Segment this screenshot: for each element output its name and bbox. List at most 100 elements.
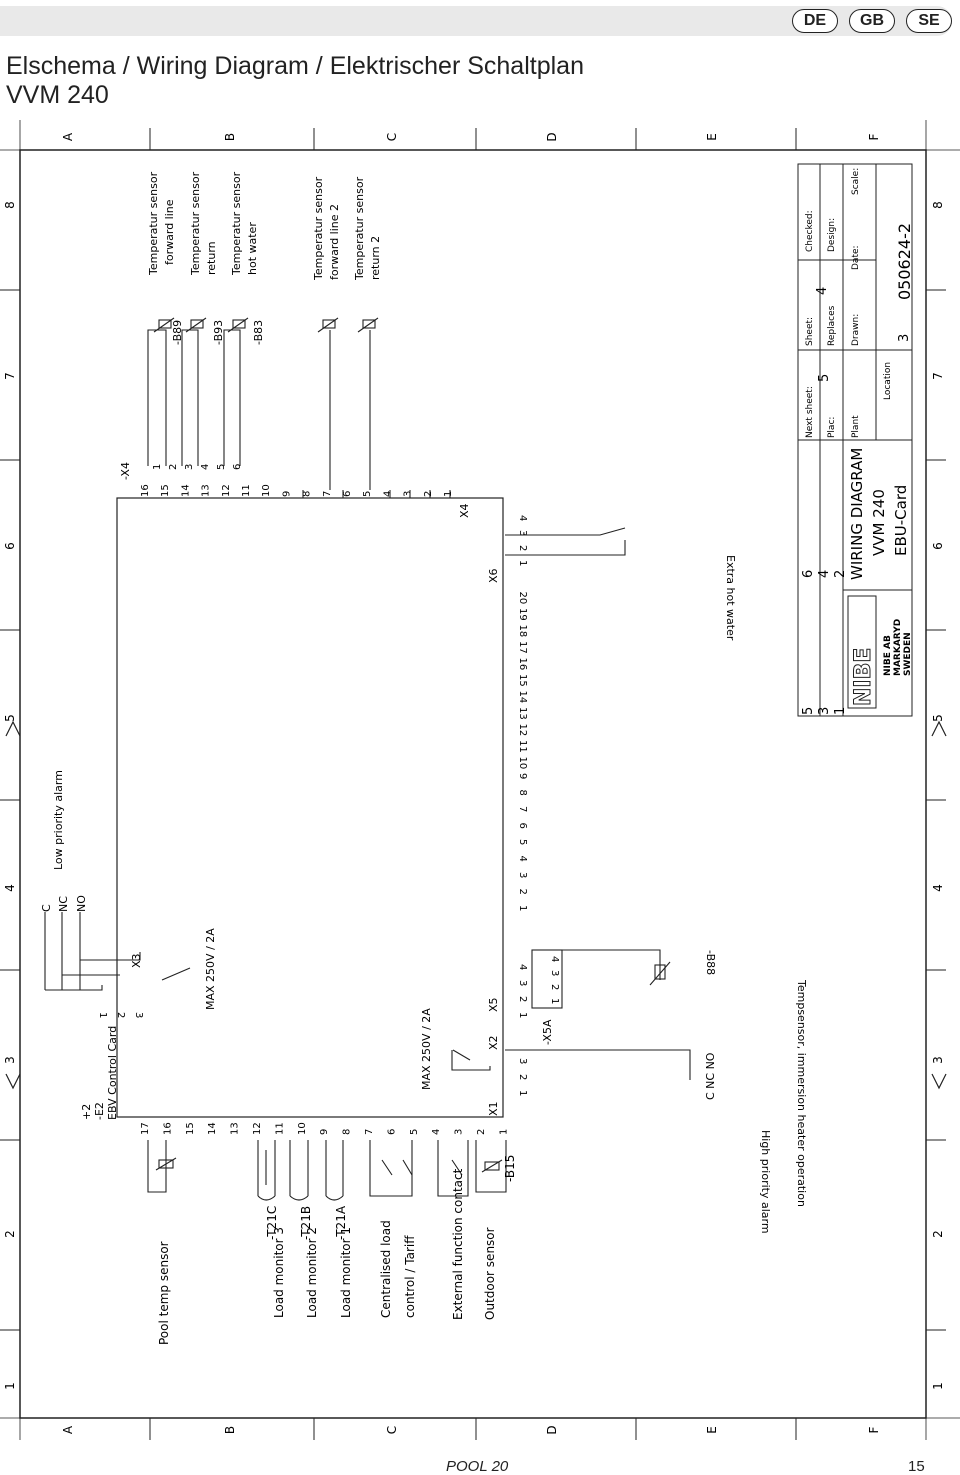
frame-number-left-7: 7 (3, 372, 17, 380)
tb-sheet-label: Sheet: (805, 317, 815, 346)
frame-number-left-8: 8 (3, 201, 17, 209)
label-ret1-a: Temperatur sensor (189, 171, 202, 276)
x2-label: X2 (487, 1035, 500, 1050)
footer-page-number: 15 (908, 1458, 925, 1475)
x3-terminal: 2 (115, 1012, 126, 1018)
x5-terminal: 4 (517, 964, 528, 970)
alarm-contact-nc: NC (57, 896, 70, 912)
x4-terminal: 1 (152, 464, 163, 470)
left-terminal: 15 (185, 1122, 196, 1135)
x1-label: X1 (487, 1101, 500, 1116)
right-terminal: 12 (221, 484, 232, 497)
right-terminal: 6 (342, 491, 353, 497)
tb-company-1: NIBE AB (883, 635, 893, 676)
card-ref: +2 (80, 1104, 93, 1120)
bottom-terminal: 9 (517, 773, 528, 779)
label-ret2-b: return 2 (369, 236, 382, 280)
tb-drawing-number: 050624-2 (895, 223, 914, 300)
x6-terminal: 2 (517, 545, 528, 551)
bottom-terminal: 5 (517, 839, 528, 845)
tb-company-2: MARKARYD (893, 619, 903, 676)
label-external-function: External function contact (451, 1168, 465, 1320)
left-terminal: 10 (297, 1122, 308, 1135)
left-terminal: 17 (140, 1122, 151, 1135)
frame-letter-bottom-f: F (867, 1426, 881, 1433)
x6-terminal: 4 (517, 515, 528, 521)
left-terminal: 16 (162, 1122, 173, 1135)
alarm-contact-c: C (40, 904, 53, 912)
bottom-terminal: 19 (517, 608, 528, 621)
label-fwd2-b: forward line 2 (328, 204, 341, 280)
bottom-terminal: 20 (517, 592, 528, 605)
x5-terminal: 2 (517, 996, 528, 1002)
tb-location-value: 3 (897, 334, 912, 342)
label-load-monitor-3: Load monitor 3 (272, 1227, 286, 1318)
bottom-terminal: 14 (517, 691, 528, 704)
bottom-terminal: 18 (517, 625, 528, 638)
x3-terminal: 3 (133, 1012, 144, 1018)
right-terminal: 16 (140, 484, 151, 497)
x4-terminal: 5 (216, 464, 227, 470)
language-badge-de[interactable]: DE (792, 9, 838, 33)
language-badge-se[interactable]: SE (906, 9, 952, 33)
label-ret1-b: return (205, 241, 218, 275)
tb-location-label: Location (883, 362, 893, 400)
x6-terminal: 3 (517, 530, 528, 536)
tb-rev-right-1: 4 (817, 570, 832, 578)
tb-title-1: WIRING DIAGRAM (848, 448, 866, 580)
frame-number-right-3: 3 (931, 1056, 945, 1064)
bottom-terminal: 2 (517, 889, 528, 895)
frame-number-right-5: 5 (931, 714, 945, 722)
frame-letter-top-f: F (867, 133, 881, 140)
left-terminal: 7 (364, 1129, 375, 1135)
frame-letter-top-a: A (61, 132, 75, 141)
tb-plant-label: Plant (851, 415, 861, 438)
frame-number-left-2: 2 (3, 1230, 17, 1238)
left-terminal: 9 (319, 1129, 330, 1135)
max-rating-x3: MAX 250V / 2A (204, 928, 217, 1010)
bottom-terminal: 10 (517, 757, 528, 770)
high-alarm-contacts: C NC NO (704, 1052, 717, 1100)
tb-replaces-label: Replaces (827, 305, 837, 346)
ref-t21a: -T21A (334, 1205, 348, 1240)
right-terminal: 2 (423, 491, 434, 497)
frame-letter-bottom-e: E (705, 1426, 719, 1434)
right-terminal: 3 (403, 491, 414, 497)
frame-number-left-6: 6 (3, 542, 17, 550)
card-id: -E2 (93, 1102, 106, 1120)
frame-number-left-1: 1 (3, 1382, 17, 1390)
tb-drawn-label: Drawn: (851, 314, 861, 346)
x6-label: X6 (487, 568, 500, 583)
right-terminal: 13 (201, 484, 212, 497)
left-terminal: 14 (207, 1122, 218, 1135)
tb-title-3: EBU-Card (892, 485, 910, 556)
left-terminal: 2 (476, 1129, 487, 1135)
tb-rev-right-0: 6 (801, 570, 816, 578)
label-extra-hot-water: Extra hot water (724, 555, 737, 641)
title-line-1: Elschema / Wiring Diagram / Elektrischer… (6, 52, 584, 80)
ref-b89: -B89 (171, 320, 184, 345)
page-title: Elschema / Wiring Diagram / Elektrischer… (6, 52, 584, 110)
frame-number-left-3: 3 (3, 1056, 17, 1064)
tb-rev-left-0: 5 (801, 707, 816, 715)
ref-b83: -B83 (252, 320, 265, 345)
bottom-terminal: 11 (517, 740, 528, 753)
x3-terminal: 1 (97, 1012, 108, 1018)
ref-t21c: -T21C (265, 1206, 279, 1240)
x3-label: X3 (130, 953, 143, 968)
frame-letter-bottom-b: B (223, 1426, 237, 1434)
right-terminal: 14 (180, 484, 191, 497)
tb-rev-right-2: 2 (833, 570, 848, 578)
language-badge-gb[interactable]: GB (849, 9, 895, 33)
bottom-terminal: 3 (517, 872, 528, 878)
tb-company-3: SWEDEN (903, 632, 913, 676)
x4-terminal: 3 (184, 464, 195, 470)
x2-terminal: 1 (517, 1090, 528, 1096)
tb-next-sheet-label: Next sheet: (805, 386, 815, 438)
frame-number-right-1: 1 (931, 1382, 945, 1390)
alarm-contact-no: NO (75, 895, 88, 912)
bottom-terminal: 6 (517, 823, 528, 829)
bottom-terminal: 12 (517, 724, 528, 737)
footer-doc-name: POOL 20 (446, 1458, 509, 1475)
